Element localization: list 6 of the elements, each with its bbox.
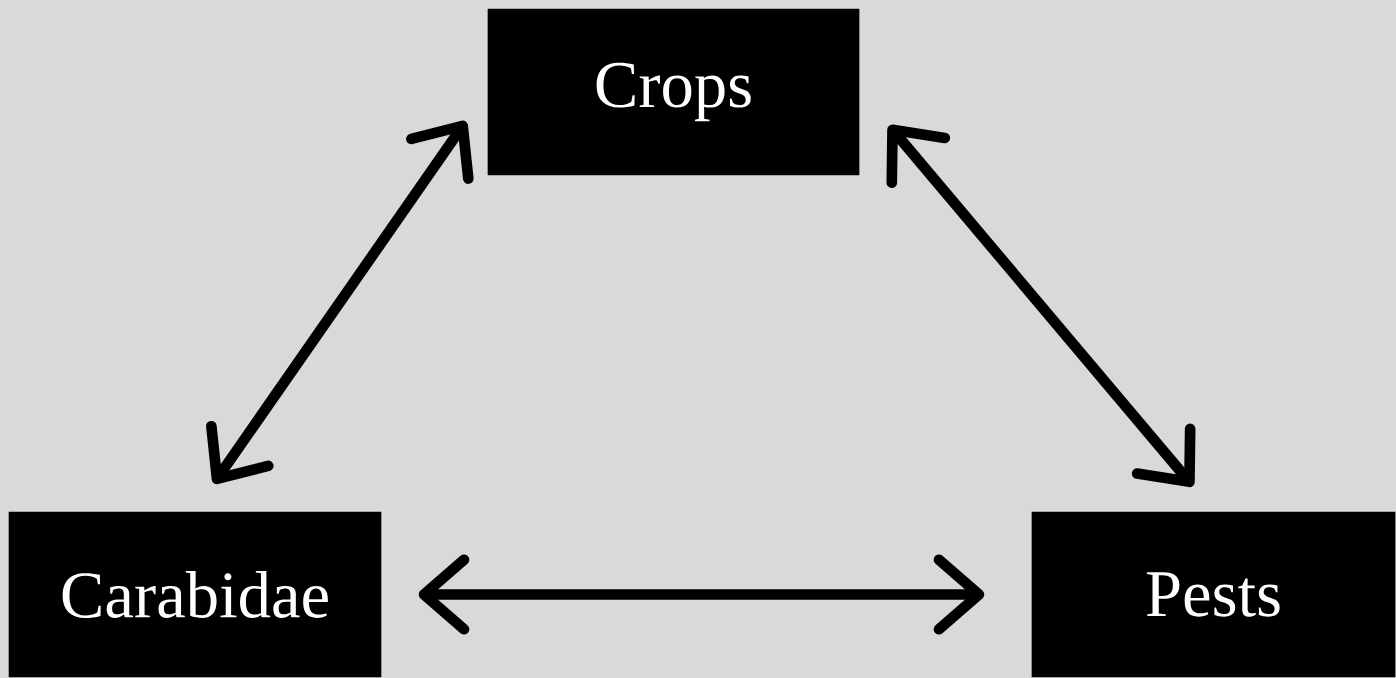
arrow [206,120,474,485]
label-box: Crops [486,7,861,177]
label-box: Pests [1030,510,1396,678]
label-box: Carabidae [7,510,383,678]
arrow [886,124,1196,488]
arrow [418,554,985,635]
